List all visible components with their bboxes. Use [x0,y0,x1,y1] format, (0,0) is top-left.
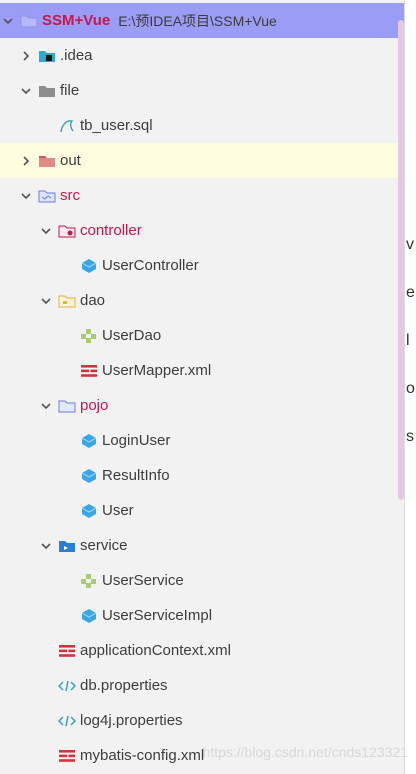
tree-row-idea[interactable]: .idea [0,38,404,73]
class-icon [80,468,98,484]
editor-edge-text: s [406,428,414,445]
watermark: https://blog.csdn.net/cnds123321 [202,744,408,760]
tree-label-out: out [60,152,81,169]
tree-label-db-properties: db.properties [80,677,168,694]
tree-label-tb-user: tb_user.sql [80,117,153,134]
tree-label-controller: controller [80,222,142,239]
chevron-down-icon[interactable] [20,190,32,202]
xml-file-icon [80,363,98,379]
tree-row-project[interactable]: SSM+Vue E:\预IDEA项目\SSM+Vue [0,3,404,38]
tree-row-user-service[interactable]: UserService [0,563,404,598]
tree-row-log4j-properties[interactable]: log4j.properties [0,703,404,738]
package-folder-icon [58,293,76,309]
source-folder-icon [38,188,56,204]
tree-row-dao[interactable]: dao [0,283,404,318]
tree-label-log4j-properties: log4j.properties [80,712,183,729]
tree-row-application-context[interactable]: applicationContext.xml [0,633,404,668]
chevron-down-icon[interactable] [2,15,14,27]
properties-file-icon [58,678,76,694]
tree-row-mybatis-config[interactable]: mybatis-config.xml [0,738,404,773]
tree-row-user[interactable]: User [0,493,404,528]
chevron-right-icon[interactable] [20,50,32,62]
chevron-down-icon[interactable] [40,540,52,552]
tree-label-result-info: ResultInfo [102,467,170,484]
editor-edge-text: e [406,284,415,301]
class-icon [80,608,98,624]
idea-folder-icon [38,48,56,64]
tree-label-user-service-impl: UserServiceImpl [102,607,213,624]
tree-row-tb-user-sql[interactable]: tb_user.sql [0,108,404,143]
tree-row-file[interactable]: file [0,73,404,108]
chevron-down-icon[interactable] [40,295,52,307]
tree-row-result-info[interactable]: ResultInfo [0,458,404,493]
project-tree: SSM+Vue E:\预IDEA项目\SSM+Vue .idea file tb… [0,3,404,773]
interface-icon [80,573,98,589]
chevron-right-icon[interactable] [20,155,32,167]
tree-row-src[interactable]: src [0,178,404,213]
tree-row-user-service-impl[interactable]: UserServiceImpl [0,598,404,633]
tree-label-dao: dao [80,292,106,309]
tree-row-service[interactable]: service [0,528,404,563]
tree-row-user-mapper[interactable]: UserMapper.xml [0,353,404,388]
vertical-scrollbar[interactable] [398,20,404,500]
package-folder-icon [58,538,76,554]
folder-icon [38,83,56,99]
tree-row-user-controller[interactable]: UserController [0,248,404,283]
class-icon [80,503,98,519]
sql-file-icon [58,118,76,134]
tree-label-user-mapper: UserMapper.xml [102,362,212,379]
tree-row-login-user[interactable]: LoginUser [0,423,404,458]
tree-label-user-service: UserService [102,572,184,589]
editor-edge-text: l [406,332,410,349]
tree-row-db-properties[interactable]: db.properties [0,668,404,703]
excluded-folder-icon [38,153,56,169]
chevron-down-icon[interactable] [20,85,32,97]
xml-file-icon [58,643,76,659]
module-folder-icon [20,13,38,29]
class-icon [80,433,98,449]
properties-file-icon [58,713,76,729]
tree-label-mybatis-config: mybatis-config.xml [80,747,205,764]
tree-row-out[interactable]: out [0,143,404,178]
package-folder-icon [58,223,76,239]
tree-row-user-dao[interactable]: UserDao [0,318,404,353]
tree-label-user: User [102,502,134,519]
chevron-down-icon[interactable] [40,400,52,412]
chevron-down-icon[interactable] [40,225,52,237]
editor-edge-text: o [406,380,415,397]
tree-label-file: file [60,82,80,99]
interface-icon [80,328,98,344]
xml-file-icon [58,748,76,764]
tree-label-login-user: LoginUser [102,432,171,449]
tree-row-controller[interactable]: controller [0,213,404,248]
tree-label-user-controller: UserController [102,257,199,274]
class-icon [80,258,98,274]
project-name: SSM+Vue [42,12,111,29]
tree-label-application-context: applicationContext.xml [80,642,231,659]
tree-label-pojo: pojo [80,397,109,414]
tree-label-service: service [80,537,128,554]
package-folder-icon [58,398,76,414]
editor-edge-text: v [406,236,414,253]
editor-edge [404,0,416,774]
project-path: E:\预IDEA项目\SSM+Vue [118,12,277,29]
tree-label-src: src [60,187,80,204]
tree-label-user-dao: UserDao [102,327,162,344]
tree-row-pojo[interactable]: pojo [0,388,404,423]
tree-label-idea: .idea [60,47,93,64]
